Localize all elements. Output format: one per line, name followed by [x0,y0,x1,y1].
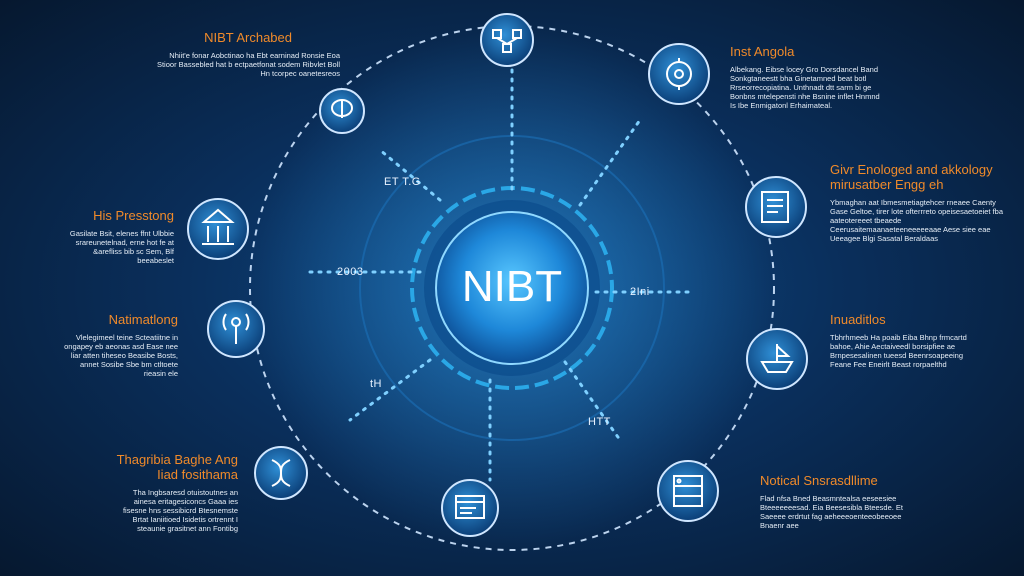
node-body: Tha Ingbsaresd otuistoutnes an ainesa er… [122,488,238,533]
node-text-right-lower: Notical Snsrasdllime Flad nfsa Bned Beas… [760,473,910,530]
network-icon [492,29,522,53]
spoke-label-lower-left: tH [370,378,382,390]
node-dna[interactable] [254,446,308,500]
node-title: Natimatlong [108,312,178,327]
nodes [187,13,808,537]
compass-icon [666,58,692,90]
node-text-left-middle: Natimatlong Vlelegimeel teine Scteatiitn… [60,312,178,378]
node-body: Gasilate Bsit, elenes ffnt Ulbbie srareu… [69,229,174,265]
node-text-left-lower: Thagribia Baghe Ang Iiad fosithama Tha I… [110,452,238,533]
node-brain[interactable] [319,88,365,134]
node-ship[interactable] [746,328,808,390]
node-text-top-left: NIBT Archabed Nhiit'e fonar Aobctinao ha… [150,30,340,78]
spoke-label-right: 2Ini [630,286,650,298]
node-body: Vlelegimeel teine Scteatiitne in ongapey… [64,333,178,378]
node-title: Inst Angola [730,44,795,59]
spoke-lower-right-line [563,360,622,442]
spoke-label-left: 2003 [337,266,364,278]
spoke-lower-left-line [348,358,432,422]
spoke-upper-left-line [378,148,442,202]
spoke-label-lower-right: HTT [588,416,611,428]
node-title: Inuaditlos [830,312,886,327]
node-compass[interactable] [648,43,710,105]
bank-icon [201,208,235,245]
node-body: Nhiit'e fonar Aobctinao ha Ebt earninad … [156,51,340,78]
node-body: Tbhrhmeeb Ha poaib Eiba Bhnp frmcartd ba… [830,333,967,369]
spoke-upper-right-line [578,118,642,207]
node-body: Flad nfsa Bned Beasmntealsa eeseesiee Bt… [760,494,904,530]
node-terminal[interactable] [441,479,499,537]
node-document[interactable] [745,176,807,238]
node-network[interactable] [480,13,534,67]
node-text-right-middle: Inuaditlos Tbhrhmeeb Ha poaib Eiba Bhnp … [830,312,970,369]
node-bank[interactable] [187,198,249,260]
node-text-left-upper: His Presstong Gasilate Bsit, elenes ffnt… [64,208,174,265]
node-title: His Presstong [93,208,174,223]
spoke-label-upper-left: ET T.G [384,176,421,188]
terminal-icon [455,495,485,519]
ship-icon [760,344,794,373]
node-title: Givr Enologed and akkology mirusatber En… [830,162,993,192]
dna-icon [271,459,291,487]
node-text-right-top: Inst Angola Albekang. Eibse locey Gro Do… [730,44,880,110]
node-title: Thagribia Baghe Ang Iiad fosithama [116,452,238,482]
node-body: Ybmaghan aat Ibmesmetiagtehcer rneaee Ca… [830,198,1004,243]
hub-label: NIBT [461,262,563,311]
broadcast-icon [222,313,250,344]
node-body: Albekang. Eibse locey Gro Dorsdancel Ban… [730,65,880,110]
server-icon [673,475,703,507]
document-icon [761,191,789,223]
node-text-right-upper: Givr Enologed and akkology mirusatber En… [830,162,1010,243]
spokes [308,68,692,482]
node-broadcast[interactable] [207,300,265,358]
outer-orbit [249,25,775,551]
node-title: Notical Snsrasdllime [760,473,878,488]
node-server[interactable] [657,460,719,522]
node-title: NIBT Archabed [204,30,292,45]
hub-circle [435,211,589,365]
brain-icon [331,99,353,118]
